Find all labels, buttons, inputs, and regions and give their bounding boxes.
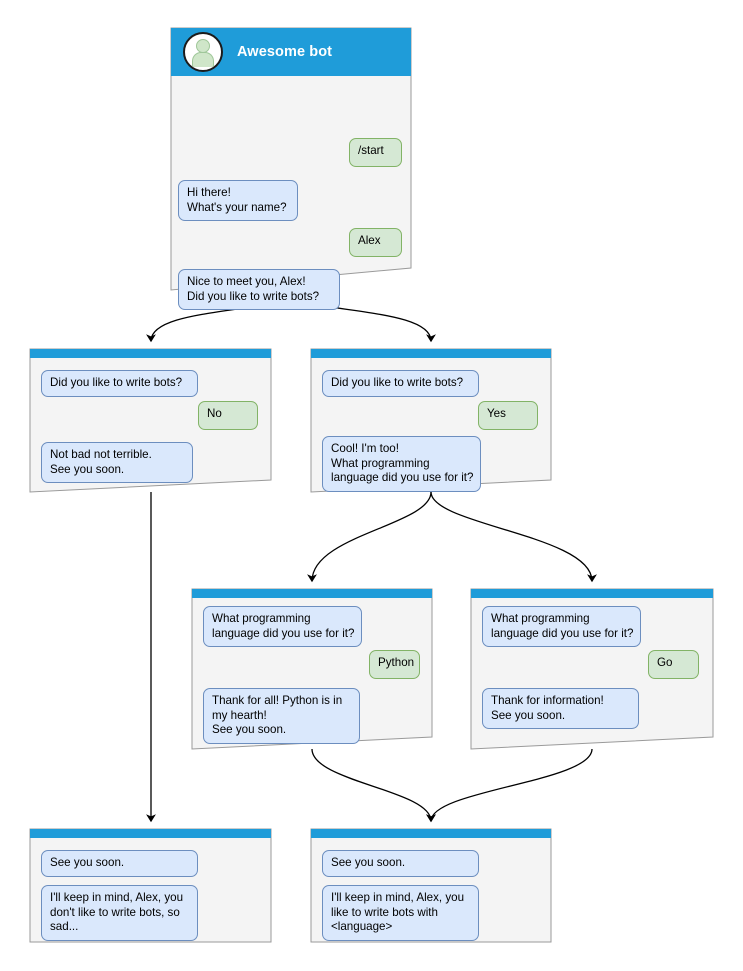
- bot-message-bubble: Did you like to write bots?: [41, 370, 198, 397]
- chat-node-go[interactable]: What programming language did you use fo…: [470, 588, 714, 750]
- message-list: What programming language did you use fo…: [192, 598, 432, 749]
- user-message-bubble: Alex: [349, 228, 402, 257]
- bot-message-bubble: Did you like to write bots?: [322, 370, 479, 397]
- chat-node-end-yes[interactable]: See you soon. I'll keep in mind, Alex, yo…: [310, 828, 552, 943]
- message-list: See you soon. I'll keep in mind, Alex, yo…: [30, 838, 271, 942]
- chat-node-python[interactable]: What programming language did you use fo…: [191, 588, 433, 750]
- chat-node-end-no[interactable]: See you soon. I'll keep in mind, Alex, yo…: [29, 828, 272, 943]
- node-titlebar: [192, 589, 432, 598]
- user-message-bubble: /start: [349, 138, 402, 167]
- bot-message-bubble: Cool! I'm too! What programming language…: [322, 436, 481, 492]
- avatar-torso: [192, 52, 214, 67]
- bot-header: Awesome bot: [171, 28, 411, 76]
- edge-yes-to-go: [430, 491, 597, 583]
- bot-message-bubble: Not bad not terrible. See you soon.: [41, 442, 193, 483]
- node-titlebar: [311, 349, 551, 358]
- bot-title: Awesome bot: [237, 44, 333, 60]
- node-body: What programming language did you use fo…: [471, 589, 713, 749]
- bot-message-bubble: See you soon.: [322, 850, 479, 877]
- bot-message-bubble: See you soon.: [41, 850, 198, 877]
- node-titlebar: [311, 829, 551, 838]
- node-titlebar: [471, 589, 713, 598]
- bot-message-bubble: Hi there! What's your name?: [178, 180, 298, 221]
- user-message-bubble: No: [198, 401, 258, 430]
- message-list: What programming language did you use fo…: [471, 598, 713, 749]
- bot-message-bubble: Thank for information! See you soon.: [482, 688, 639, 729]
- edge-python-to-end-yes: [311, 748, 436, 823]
- user-message-bubble: Go: [648, 650, 699, 679]
- avatar-head: [196, 39, 210, 53]
- user-message-bubble: Python: [369, 650, 420, 679]
- chat-node-root[interactable]: Awesome bot/start Hi there! What's your n…: [170, 27, 412, 310]
- node-body: What programming language did you use fo…: [192, 589, 432, 749]
- bot-message-bubble: I'll keep in mind, Alex, you like to wri…: [322, 885, 479, 941]
- person-avatar-icon: [183, 32, 223, 72]
- message-list: See you soon. I'll keep in mind, Alex, yo…: [311, 838, 551, 942]
- node-titlebar: [30, 829, 271, 838]
- node-body: See you soon. I'll keep in mind, Alex, yo…: [30, 829, 271, 942]
- bot-message-bubble: Nice to meet you, Alex! Did you like to …: [178, 269, 340, 310]
- node-body: See you soon. I'll keep in mind, Alex, yo…: [311, 829, 551, 942]
- node-body: Awesome bot/start Hi there! What's your n…: [171, 28, 411, 310]
- edge-yes-to-python: [307, 491, 432, 583]
- node-titlebar: [30, 349, 271, 358]
- bot-message-bubble: Thank for all! Python is in my hearth! S…: [203, 688, 360, 744]
- bot-message-bubble: What programming language did you use fo…: [203, 606, 362, 647]
- user-message-bubble: Yes: [478, 401, 538, 430]
- bot-message-bubble: I'll keep in mind, Alex, you don't like …: [41, 885, 198, 941]
- edge-go-to-end-yes: [426, 748, 593, 823]
- bot-message-bubble: What programming language did you use fo…: [482, 606, 641, 647]
